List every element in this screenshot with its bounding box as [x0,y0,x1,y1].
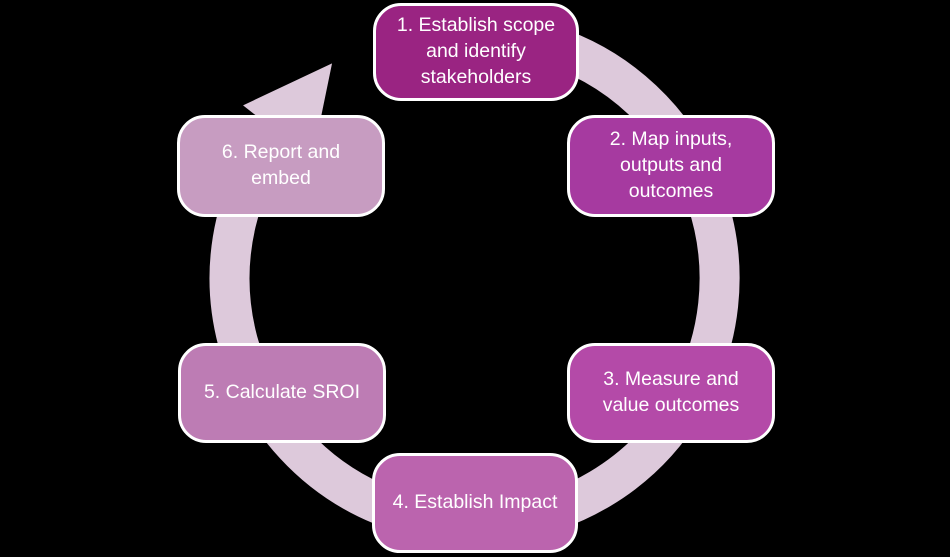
step-box-2: 2. Map inputs, outputs and outcomes [567,115,775,217]
step-4-label: 4. Establish Impact [392,491,558,514]
step-6-label: 6. Report and embed [221,141,341,189]
step-5-label: 5. Calculate SROI [203,381,361,404]
step-box-4: 4. Establish Impact [372,453,578,553]
step-2-label: 2. Map inputs, outputs and outcomes [609,128,733,202]
cycle-arrow [209,13,740,544]
step-box-1: 1. Establish scope and identify stakehol… [373,3,579,101]
step-3-label: 3. Measure and value outcomes [602,368,740,416]
step-box-3: 3. Measure and value outcomes [567,343,775,443]
step-1-label: 1. Establish scope and identify stakehol… [396,14,556,88]
step-box-6: 6. Report and embed [177,115,385,217]
step-box-5: 5. Calculate SROI [178,343,386,443]
